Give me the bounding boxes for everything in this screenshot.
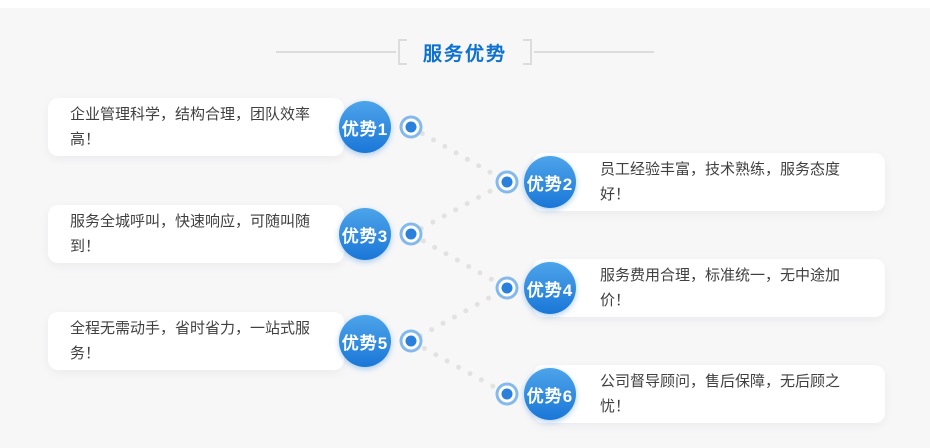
advantage-card: 服务全城呼叫，快速响应，可随叫随到！ bbox=[48, 205, 344, 263]
connector-node-icon bbox=[501, 388, 513, 400]
advantage-badge: 优势3 bbox=[339, 208, 391, 260]
advantage-badge: 优势6 bbox=[524, 368, 576, 420]
advantage-text: 公司督导顾问，售后保障，无后顾之忧！ bbox=[600, 373, 841, 415]
advantage-card: 服务费用合理，标准统一，无中途加价！ bbox=[533, 259, 885, 317]
page-title: 服务优势 bbox=[422, 43, 507, 65]
advantage-text: 服务费用合理，标准统一，无中途加价！ bbox=[600, 267, 841, 309]
advantage-text: 服务全城呼叫，快速响应，可随叫随到！ bbox=[70, 213, 311, 255]
connector-node-icon bbox=[405, 121, 417, 133]
top-divider bbox=[0, 0, 930, 8]
connector-node-icon bbox=[501, 282, 513, 294]
left-bracket-icon bbox=[397, 39, 407, 65]
advantage-text: 员工经验丰富，技术熟练，服务态度好！ bbox=[600, 161, 841, 203]
right-bracket-icon bbox=[523, 39, 532, 65]
connector-node-icon bbox=[405, 335, 417, 347]
advantage-badge: 优势4 bbox=[524, 262, 576, 314]
advantage-card: 公司督导顾问，售后保障，无后顾之忧！ bbox=[533, 365, 885, 423]
title-line-left bbox=[275, 51, 396, 53]
advantage-text: 全程无需动手，省时省力，一站式服务！ bbox=[70, 320, 311, 362]
connector-node-icon bbox=[501, 176, 513, 188]
section-header: 服务优势 bbox=[0, 36, 930, 68]
advantage-badge: 优势2 bbox=[524, 156, 576, 208]
connector-node-icon bbox=[405, 228, 417, 240]
advantage-card: 员工经验丰富，技术熟练，服务态度好！ bbox=[533, 153, 885, 211]
advantage-card: 企业管理科学，结构合理，团队效率高！ bbox=[48, 98, 344, 156]
advantage-badge: 优势5 bbox=[339, 315, 391, 367]
advantage-card: 全程无需动手，省时省力，一站式服务！ bbox=[48, 312, 344, 370]
title-line-right bbox=[534, 51, 654, 53]
advantage-text: 企业管理科学，结构合理，团队效率高！ bbox=[70, 106, 311, 148]
advantage-badge: 优势1 bbox=[339, 101, 391, 153]
